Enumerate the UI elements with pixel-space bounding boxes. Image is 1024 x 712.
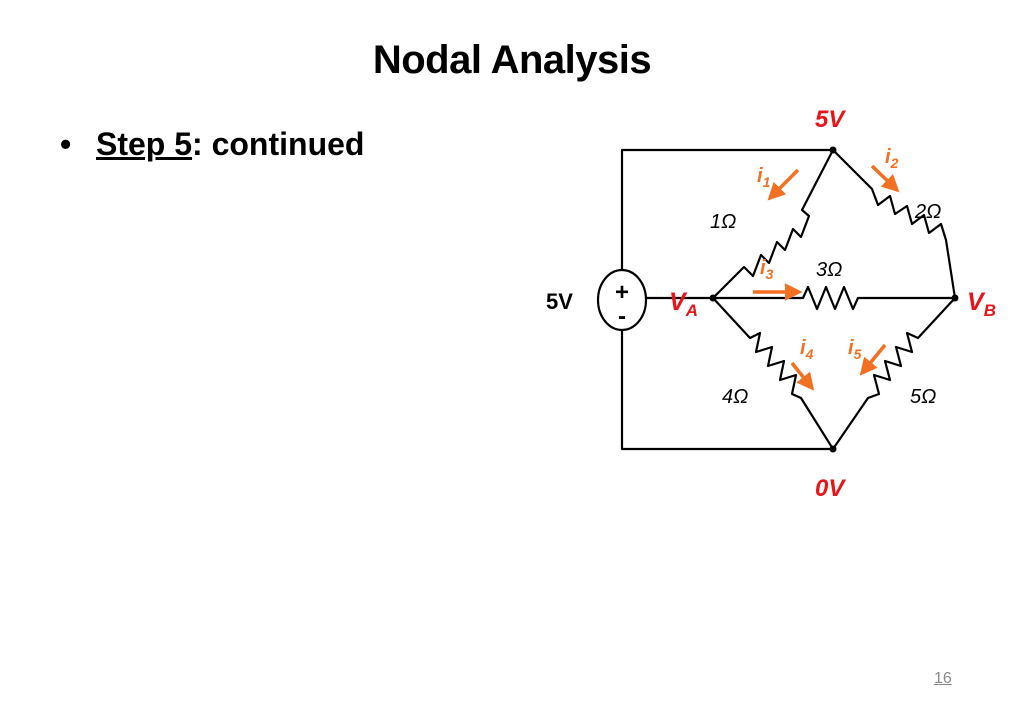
node-b-dot: [951, 294, 959, 302]
bullet-item: • Step 5: continued: [60, 126, 364, 163]
current-i5-label: i5: [848, 337, 862, 362]
current-i4-arrow: [790, 361, 815, 391]
node-a-dot: [709, 294, 717, 302]
node-a-label: VA: [669, 288, 698, 320]
resistor-1-label: 1Ω: [710, 211, 736, 233]
resistor-2: [832, 149, 957, 299]
source-value: 5V: [546, 289, 573, 314]
resistor-3: [713, 285, 955, 311]
node-bottom-dot: [829, 445, 837, 453]
resistor-4: [712, 297, 834, 450]
current-i3-label: i3: [760, 257, 774, 282]
source-plus: +: [615, 279, 629, 306]
node-top-dot: [829, 146, 837, 154]
current-i1-label: i1: [757, 165, 771, 190]
wire-top: [620, 148, 833, 275]
resistor-4-label: 4Ω: [722, 386, 748, 408]
step-label: Step 5: [96, 126, 193, 162]
current-i2-arrow: [870, 164, 900, 193]
node-bottom-label: 0V: [815, 475, 846, 502]
slide-title: Nodal Analysis: [372, 38, 652, 82]
node-top-label: 5V: [815, 106, 846, 133]
voltage-source: [596, 268, 648, 332]
current-i4-label: i4: [800, 337, 814, 362]
page-number: 16: [934, 670, 952, 687]
resistor-5: [832, 297, 956, 450]
resistor-1: [712, 149, 834, 299]
current-i1-arrow: [767, 168, 800, 201]
current-i2-label: i2: [885, 146, 899, 171]
resistor-5-label: 5Ω: [910, 386, 936, 408]
resistor-3-label: 3Ω: [816, 259, 842, 281]
node-b-label: VB: [967, 288, 996, 320]
step-rest: : continued: [192, 126, 365, 162]
resistor-2-label: 2Ω: [914, 201, 941, 223]
source-minus: -: [618, 303, 626, 330]
wire-bottom: [620, 325, 833, 451]
bullet-dot: •: [60, 126, 72, 162]
current-i5-arrow: [859, 343, 887, 376]
